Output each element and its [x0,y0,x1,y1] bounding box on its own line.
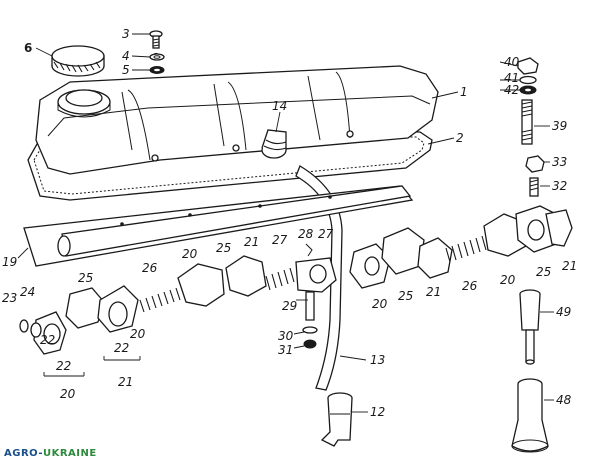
adjusting-screw-part [529,177,539,197]
label-part-27-right: 27 [318,227,334,241]
label-part-24: 24 [20,285,35,299]
label-part-3: 3 [122,27,130,41]
label-part-39: 39 [552,119,567,133]
hose-adapter-part [320,392,353,447]
watermark-logo: AGRO-UKRAINE [4,448,97,459]
leader-lines [17,33,554,413]
label-part-30: 30 [278,329,294,343]
rocker-stand-part [295,243,337,349]
label-part-27-left: 27 [272,233,288,247]
nut-part [517,57,539,75]
label-part-4: 4 [122,49,130,63]
left-rocker-assembly [19,255,295,355]
washer-part [149,53,165,61]
label-part-21-right: 21 [562,259,577,273]
watermark-part2: UKRAINE [42,448,97,459]
label-part-20-right: 20 [500,273,516,287]
watermark-part1: AGRO- [4,448,43,459]
label-part-25-upper: 25 [216,241,231,255]
label-part-19: 19 [2,255,17,269]
part-labels: 6 3 4 5 1 2 14 19 40 41 42 39 33 32 20 2… [2,27,577,419]
stud-part [521,99,533,145]
label-part-29: 29 [282,299,297,313]
rubber-washer-part [149,66,165,74]
label-part-12: 12 [370,405,385,419]
push-rod-tube-part [511,378,549,453]
label-part-49: 49 [556,305,571,319]
label-part-13: 13 [370,353,385,367]
label-part-22-right: 22 [114,341,129,355]
rocker-shaft-part [23,185,414,267]
label-part-25-mid: 25 [398,289,413,303]
filler-cap-part [51,45,105,77]
label-part-5: 5 [122,63,130,77]
label-part-25-left: 25 [78,271,93,285]
label-part-31: 31 [278,343,293,357]
label-part-32: 32 [552,179,567,193]
label-part-21-bottom: 21 [118,375,133,389]
lock-washer-part [519,75,537,85]
push-rod-part [519,289,541,365]
label-part-21-mid: 21 [426,285,441,299]
label-part-42: 42 [504,83,519,97]
label-part-23: 23 [2,291,17,305]
cover-screw-part [149,30,163,49]
label-part-20-upper: 20 [182,247,198,261]
label-part-6: 6 [24,41,32,55]
label-part-20-lower: 20 [130,327,146,341]
breather-elbow-part [261,129,287,159]
label-part-41: 41 [504,71,519,85]
label-part-20-mid: 20 [372,297,388,311]
label-part-26-right: 26 [462,279,478,293]
right-rocker-assembly [349,205,573,289]
label-part-22-small: 22 [40,333,55,347]
label-part-22-left: 22 [56,359,71,373]
label-part-21-upper: 21 [244,235,259,249]
label-part-26-left: 26 [142,261,158,275]
adjusting-nut-part [525,155,545,173]
label-part-20-bottom: 20 [60,387,76,401]
label-part-40: 40 [504,55,520,69]
oil-filler-neck [57,89,111,118]
label-part-2: 2 [456,131,464,145]
label-part-28: 28 [298,227,314,241]
flat-washer-part [519,85,537,95]
label-part-25-right: 25 [536,265,551,279]
label-part-1: 1 [460,85,468,99]
label-part-14: 14 [272,99,287,113]
label-part-33: 33 [552,155,567,169]
label-part-48: 48 [556,393,572,407]
